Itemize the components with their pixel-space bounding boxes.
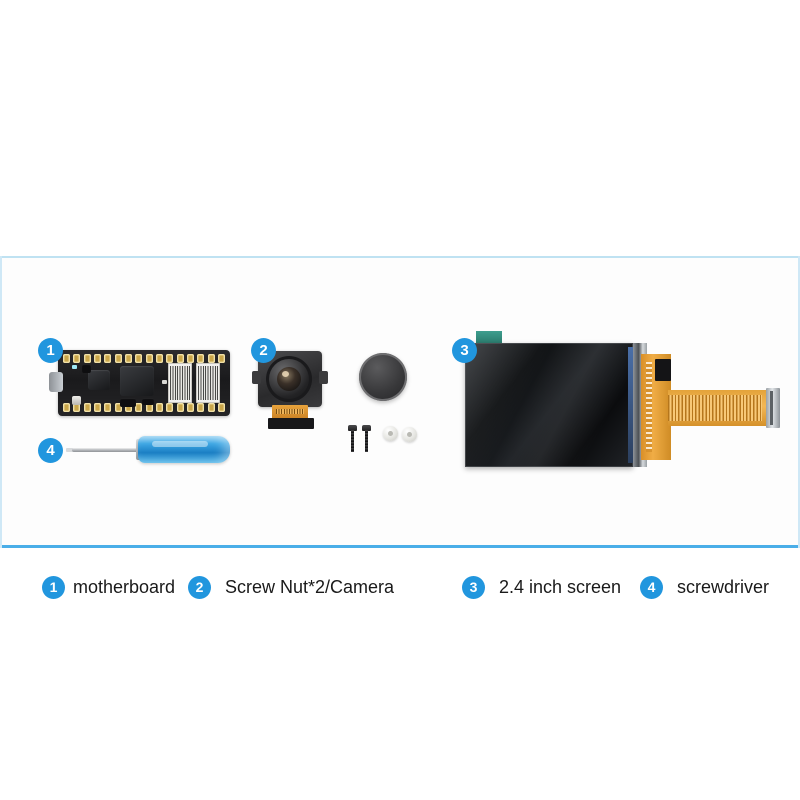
board-pad bbox=[186, 354, 194, 363]
screwdriver-tip bbox=[66, 448, 74, 452]
board-chip-small bbox=[142, 398, 154, 405]
board-pad bbox=[83, 403, 91, 412]
board-chip-small bbox=[82, 364, 91, 373]
board-fpc-connector bbox=[196, 363, 220, 403]
caption-item-camera: 2 Screw Nut*2/Camera bbox=[188, 572, 394, 602]
board-pad bbox=[217, 354, 225, 363]
board-pad bbox=[197, 403, 205, 412]
board-pad bbox=[73, 403, 81, 412]
caption-item-screen: 3 2.4 inch screen bbox=[462, 572, 621, 602]
screw-thread bbox=[365, 430, 368, 452]
camera-lens-glint bbox=[282, 371, 289, 377]
board-led bbox=[72, 365, 77, 369]
board-pad bbox=[93, 403, 101, 412]
lcd-edge-strip bbox=[628, 347, 633, 463]
photo-badge-2: 2 bbox=[251, 338, 276, 363]
caption-label-1: motherboard bbox=[73, 576, 176, 597]
caption-row: 1 motherboard 2 Screw Nut*2/Camera 3 2.4… bbox=[0, 572, 800, 612]
screw-head bbox=[348, 425, 357, 431]
panel-left-edge bbox=[0, 256, 2, 548]
usb-c-connector bbox=[49, 372, 63, 392]
board-pad bbox=[124, 354, 132, 363]
board-pad bbox=[197, 354, 205, 363]
board-main-chip bbox=[120, 366, 154, 396]
board-pad bbox=[217, 403, 225, 412]
caption-item-screwdriver: 4 screwdriver bbox=[640, 572, 769, 602]
camera-lens-inner bbox=[277, 367, 301, 391]
camera-fpc-ribbon bbox=[272, 405, 308, 420]
board-pad bbox=[114, 354, 122, 363]
panel-right-edge bbox=[798, 256, 800, 548]
board-pad bbox=[124, 403, 132, 412]
board-pad bbox=[135, 354, 143, 363]
lcd-fpc-chip bbox=[655, 359, 671, 381]
caption-item-motherboard: 1 motherboard bbox=[42, 572, 175, 602]
board-button bbox=[72, 396, 81, 405]
motherboard-image bbox=[49, 350, 230, 416]
photo-badge-3: 3 bbox=[452, 338, 477, 363]
board-pad bbox=[83, 354, 91, 363]
caption-badge-4: 4 bbox=[640, 575, 663, 599]
board-pad bbox=[176, 403, 184, 412]
board-pad-row-bottom bbox=[63, 403, 225, 412]
board-shield-chip bbox=[88, 370, 110, 390]
lcd-reflection bbox=[465, 343, 633, 467]
board-pad bbox=[63, 354, 70, 363]
board-led bbox=[162, 380, 167, 384]
camera-fpc-connector bbox=[268, 418, 314, 429]
board-pad bbox=[155, 403, 163, 412]
board-pad bbox=[63, 403, 70, 412]
board-pad bbox=[114, 403, 122, 412]
screwdriver-shaft bbox=[72, 448, 144, 452]
lcd-fpc-end-connector bbox=[766, 388, 780, 428]
screw-head bbox=[362, 425, 371, 431]
board-pad bbox=[145, 354, 153, 363]
caption-badge-2: 2 bbox=[188, 575, 211, 599]
caption-label-3: 2.4 inch screen bbox=[499, 576, 622, 597]
nut bbox=[383, 426, 398, 441]
camera-mount-ear bbox=[319, 371, 328, 384]
screw bbox=[362, 425, 371, 452]
caption-badge-3: 3 bbox=[462, 575, 485, 599]
board-pad bbox=[166, 354, 174, 363]
board-pad bbox=[155, 354, 163, 363]
photo-badge-1: 1 bbox=[38, 338, 63, 363]
caption-badge-1: 1 bbox=[42, 575, 65, 599]
board-pad bbox=[135, 403, 143, 412]
screw bbox=[348, 425, 357, 452]
screwdriver-handle bbox=[138, 436, 230, 463]
camera-lens bbox=[266, 356, 312, 402]
caption-label-4: screwdriver bbox=[677, 576, 770, 597]
lcd-screen-image bbox=[465, 343, 633, 467]
board-pad bbox=[73, 354, 81, 363]
board-pad bbox=[166, 403, 174, 412]
board-pad bbox=[145, 403, 153, 412]
camera-mount-ear bbox=[252, 371, 261, 384]
board-pad-row-top bbox=[63, 354, 225, 363]
board-pad bbox=[207, 354, 215, 363]
board-pad bbox=[104, 354, 112, 363]
product-parts-photo: 1 4 2 3 bbox=[0, 256, 800, 548]
screw-thread bbox=[351, 430, 354, 452]
lcd-fpc-ribbon bbox=[668, 390, 768, 426]
board-fpc-connector bbox=[168, 363, 192, 403]
lens-cap-disc bbox=[359, 353, 407, 401]
board-pad bbox=[93, 354, 101, 363]
board-pad bbox=[104, 403, 112, 412]
caption-label-2: Screw Nut*2/Camera bbox=[225, 576, 395, 597]
photo-badge-4: 4 bbox=[38, 438, 63, 463]
lcd-green-tab bbox=[476, 331, 502, 344]
board-pad bbox=[176, 354, 184, 363]
nut bbox=[402, 427, 417, 442]
board-pad bbox=[207, 403, 215, 412]
board-chip-small bbox=[120, 398, 136, 407]
board-pad bbox=[186, 403, 194, 412]
